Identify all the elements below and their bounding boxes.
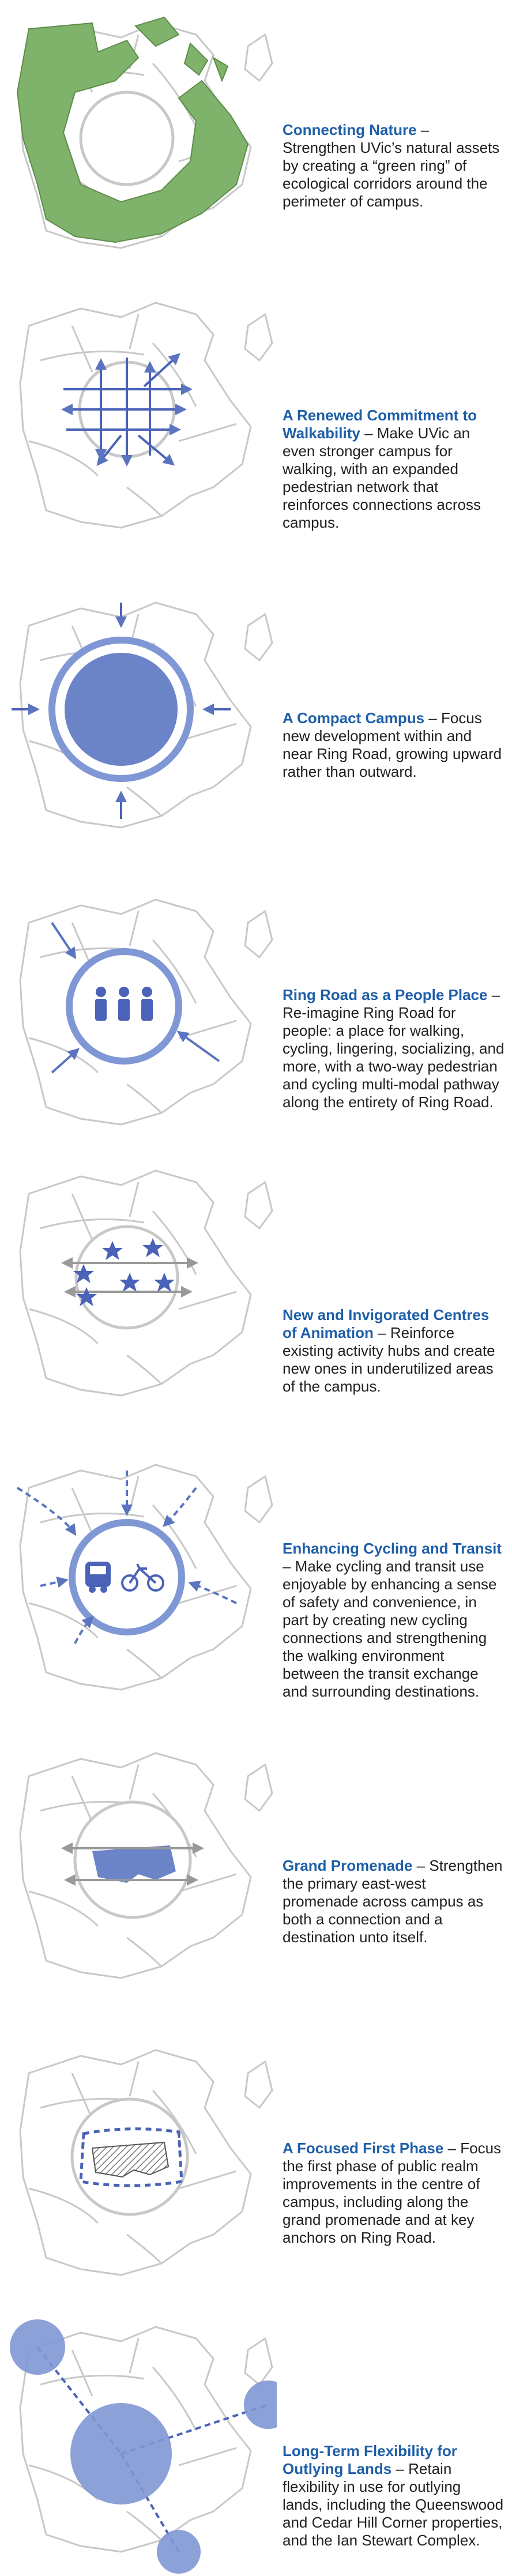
promenade-diagram xyxy=(19,1752,273,1979)
animation-diagram xyxy=(19,1169,273,1397)
principle-text: New and Invigorated Centres of Animation… xyxy=(283,1306,505,1396)
principle-text: Ring Road as a People Place – Re-imagine… xyxy=(283,986,505,1111)
principle-title: A Focused First Phase xyxy=(283,2139,444,2157)
outlying-lands-diagram xyxy=(10,2319,277,2574)
principle-body: – Focus the first phase of public realm … xyxy=(283,2139,502,2246)
principle-text: Connecting Nature – Strengthen UVic’s na… xyxy=(283,121,505,210)
principle-outlying-lands: Long-Term Flexibility for Outlying Lands… xyxy=(0,2315,512,2576)
principle-text: A Focused First Phase – Focus the first … xyxy=(283,2139,505,2247)
principle-title: A Renewed Commitment to Walkability xyxy=(283,407,477,442)
principle-title: Connecting Nature xyxy=(283,121,417,138)
principle-title: New and Invigorated Centres of Animation xyxy=(283,1306,490,1341)
walkability-diagram xyxy=(19,302,273,529)
principle-walkability: A Renewed Commitment to Walkability – Ma… xyxy=(0,291,512,545)
principle-body: – Make cycling and transit use enjoyable… xyxy=(283,1558,497,1700)
principle-body: – Re-imagine Ring Road for people: a pla… xyxy=(283,986,505,1111)
principle-text: Grand Promenade – Strengthen the primary… xyxy=(283,1857,505,1946)
principle-body: – Focus new development within and near … xyxy=(283,709,502,780)
principle-text: Enhancing Cycling and Transit – Make cyc… xyxy=(283,1540,505,1701)
bus-icon xyxy=(85,1562,111,1593)
principle-first-phase: A Focused First Phase – Focus the first … xyxy=(0,2039,512,2292)
principle-ring-road: Ring Road as a People Place – Re-imagine… xyxy=(0,888,512,1142)
principle-connecting-nature: Connecting Nature – Strengthen UVic’s na… xyxy=(0,12,512,265)
bicycle-icon xyxy=(121,1563,164,1592)
principle-text: Long-Term Flexibility for Outlying Lands… xyxy=(283,2442,505,2549)
cycling-transit-diagram xyxy=(16,1464,273,1691)
principle-grand-promenade: Grand Promenade – Strengthen the primary… xyxy=(0,1742,512,1995)
principle-compact-campus: A Compact Campus – Focus new development… xyxy=(0,591,512,845)
principle-title: Enhancing Cycling and Transit xyxy=(283,1540,502,1557)
principle-body: – Strengthen the primary east-west prome… xyxy=(283,1857,503,1946)
principle-text: A Renewed Commitment to Walkability – Ma… xyxy=(283,407,505,532)
principle-body: – Reinforce existing activity hubs and c… xyxy=(283,1324,495,1395)
principle-body: – Strengthen UVic’s natural assets by cr… xyxy=(283,121,500,210)
compact-campus-diagram xyxy=(12,601,273,829)
ring-road-diagram xyxy=(19,898,273,1126)
principle-cycling-transit: Enhancing Cycling and Transit – Make cyc… xyxy=(0,1453,512,1718)
first-phase-diagram xyxy=(19,2049,273,2276)
principle-body: – Retain flexibility in use for outlying… xyxy=(283,2460,504,2549)
principle-centres-of-animation: New and Invigorated Centres of Animation… xyxy=(0,1159,512,1413)
principle-title: Long-Term Flexibility for Outlying Lands xyxy=(283,2442,457,2477)
people-icon xyxy=(95,987,153,1021)
principle-title: A Compact Campus xyxy=(283,709,425,727)
principle-title: Ring Road as a People Place xyxy=(283,986,488,1003)
principle-title: Grand Promenade xyxy=(283,1857,413,1874)
principle-body: – Make UVic an even stronger campus for … xyxy=(283,424,481,531)
principle-text: A Compact Campus – Focus new development… xyxy=(283,709,505,781)
green-ring-diagram xyxy=(16,16,273,249)
